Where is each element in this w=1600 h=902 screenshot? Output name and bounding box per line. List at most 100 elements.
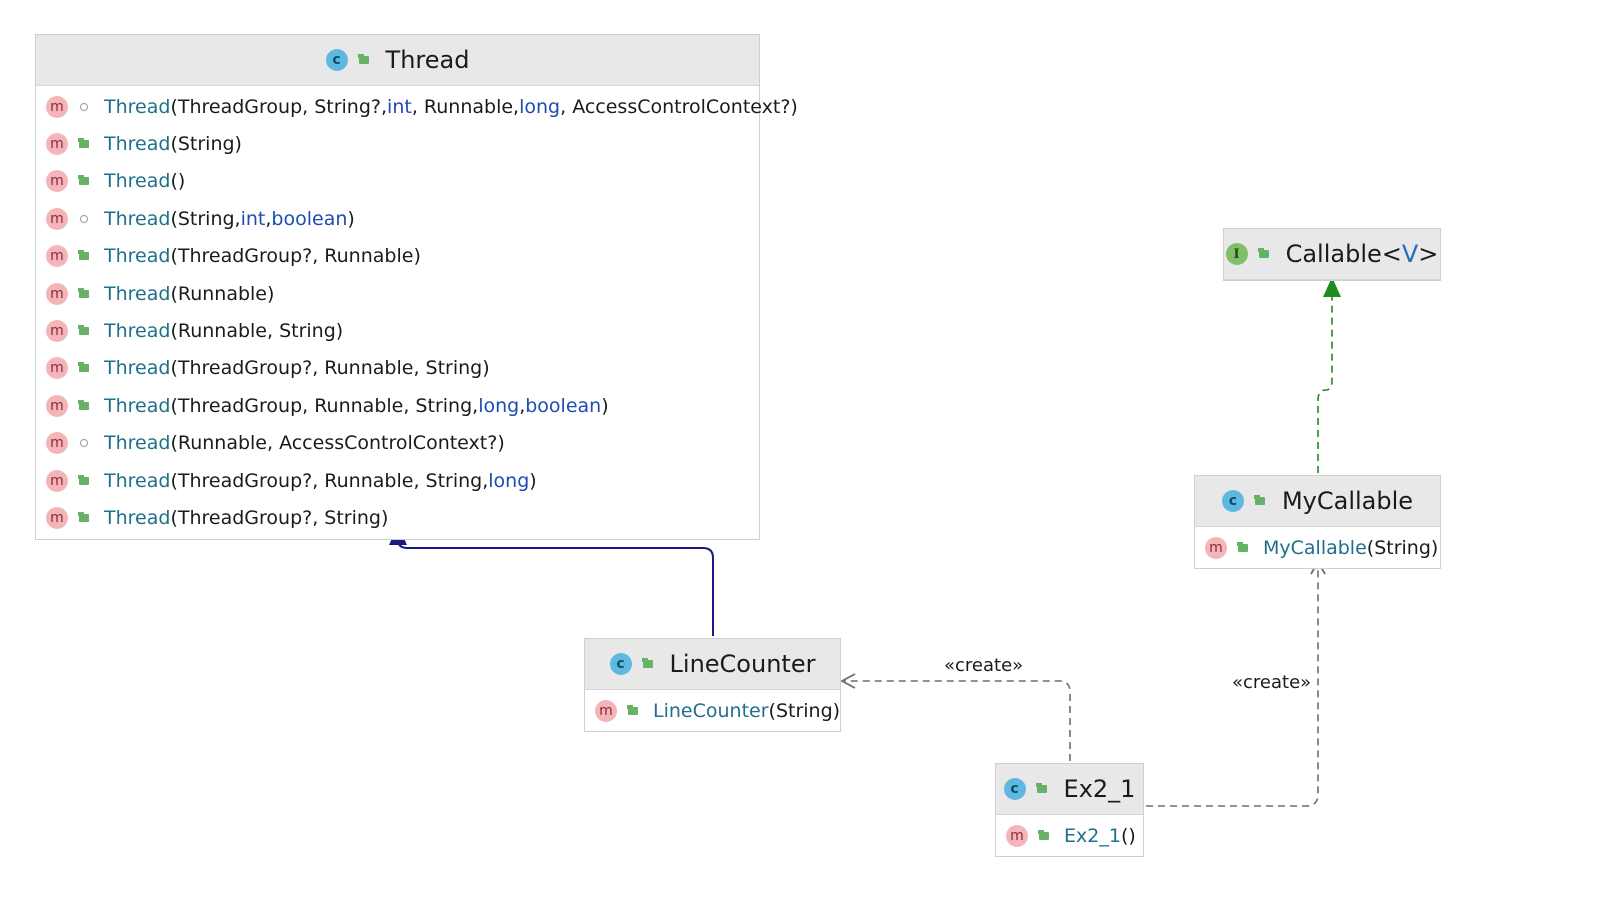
method-icon: m bbox=[1205, 536, 1227, 559]
member-name: MyCallable bbox=[1263, 536, 1367, 559]
class-name: Ex2_1 bbox=[1063, 775, 1136, 803]
method-icon: m bbox=[46, 95, 68, 118]
type-keyword: int bbox=[387, 95, 412, 118]
class-icon: c bbox=[1003, 778, 1026, 800]
member-text: () bbox=[170, 170, 186, 193]
method-icon: m bbox=[595, 699, 617, 722]
public-visibility-icon bbox=[1235, 540, 1251, 556]
public-visibility-icon bbox=[76, 136, 92, 152]
type-keyword: long bbox=[488, 469, 530, 492]
member-name: Thread bbox=[104, 133, 171, 156]
linecounter-title: LineCounter bbox=[670, 650, 816, 678]
member-text: ) bbox=[529, 469, 537, 492]
member-text: (String) bbox=[170, 133, 242, 156]
type-keyword: int bbox=[240, 207, 266, 230]
member-text: () bbox=[1120, 824, 1136, 847]
mycallable-header[interactable]: c MyCallable bbox=[1195, 476, 1440, 527]
method-row[interactable]: m Thread(String) bbox=[36, 125, 759, 162]
public-visibility-icon bbox=[1256, 246, 1272, 262]
member-text: (Runnable) bbox=[170, 282, 275, 305]
create-line bbox=[1146, 565, 1319, 807]
method-icon: m bbox=[46, 245, 68, 268]
type-keyword: long bbox=[478, 394, 520, 417]
method-row[interactable]: m MyCallable(String) bbox=[1195, 529, 1440, 566]
member-name: Thread bbox=[104, 95, 171, 118]
ex2_1-header[interactable]: c Ex2_1 bbox=[996, 764, 1143, 815]
member-name: Thread bbox=[104, 506, 171, 529]
member-name: Thread bbox=[104, 320, 171, 343]
member-text: (String, bbox=[170, 207, 241, 230]
method-icon: m bbox=[46, 506, 68, 529]
create-stereotype-label: «create» bbox=[1232, 672, 1312, 693]
public-visibility-icon bbox=[1034, 781, 1050, 797]
method-icon: m bbox=[46, 170, 68, 193]
method-icon: m bbox=[46, 320, 68, 343]
member-text: (ThreadGroup, String?, bbox=[170, 95, 388, 118]
public-visibility-icon bbox=[76, 173, 92, 189]
method-icon: m bbox=[46, 432, 68, 455]
method-icon: m bbox=[46, 133, 68, 156]
class-name: > bbox=[1418, 240, 1439, 268]
mycallable-title: MyCallable bbox=[1282, 487, 1413, 515]
public-visibility-icon bbox=[76, 323, 92, 339]
member-name: Thread bbox=[104, 432, 171, 455]
method-row[interactable]: m Thread(Runnable, String) bbox=[36, 312, 759, 349]
triangle-arrowhead-icon bbox=[1323, 277, 1341, 297]
method-icon: m bbox=[46, 469, 68, 492]
public-visibility-icon bbox=[76, 286, 92, 302]
member-text: , AccessControlContext?) bbox=[560, 95, 798, 118]
ex2_1-title: Ex2_1 bbox=[1064, 775, 1136, 803]
package-visibility-icon bbox=[76, 99, 92, 115]
member-text: (String) bbox=[1366, 536, 1439, 559]
member-text: (String) bbox=[768, 699, 841, 722]
mycallable-implements-callable-edge[interactable] bbox=[1317, 277, 1341, 473]
public-visibility-icon bbox=[356, 52, 372, 68]
member-text: , Runnable, bbox=[411, 95, 520, 118]
class-name: Callable< bbox=[1285, 240, 1402, 268]
class-icon: c bbox=[1221, 490, 1244, 512]
public-visibility-icon bbox=[1252, 493, 1268, 509]
public-visibility-icon bbox=[76, 398, 92, 414]
open-arrowhead-icon bbox=[840, 673, 856, 689]
member-name: Thread bbox=[104, 469, 171, 492]
create-line bbox=[844, 680, 1071, 761]
member-text: (ThreadGroup?, Runnable, String) bbox=[170, 357, 490, 380]
method-row[interactable]: m Thread(ThreadGroup, String?, int, Runna… bbox=[36, 88, 798, 125]
ex2_1-creates-linecounter-edge[interactable] bbox=[840, 673, 1071, 761]
member-name: Thread bbox=[104, 394, 171, 417]
member-text: (ThreadGroup?, Runnable, String, bbox=[170, 469, 489, 492]
member-text: (Runnable, String) bbox=[170, 320, 344, 343]
mycallable-members: m MyCallable(String) bbox=[1195, 527, 1440, 568]
method-row[interactable]: m Thread() bbox=[36, 163, 759, 200]
member-text: ) bbox=[347, 207, 355, 230]
public-visibility-icon bbox=[76, 473, 92, 489]
public-visibility-icon bbox=[76, 360, 92, 376]
method-icon: m bbox=[46, 394, 68, 417]
member-text: (ThreadGroup?, Runnable) bbox=[170, 245, 421, 268]
member-name: Thread bbox=[104, 170, 171, 193]
member-name: Ex2_1 bbox=[1064, 824, 1121, 847]
extends-line bbox=[397, 539, 714, 636]
type-keyword: boolean bbox=[271, 207, 348, 230]
linecounter-extends-thread-edge[interactable] bbox=[389, 525, 714, 636]
public-visibility-icon bbox=[76, 248, 92, 264]
